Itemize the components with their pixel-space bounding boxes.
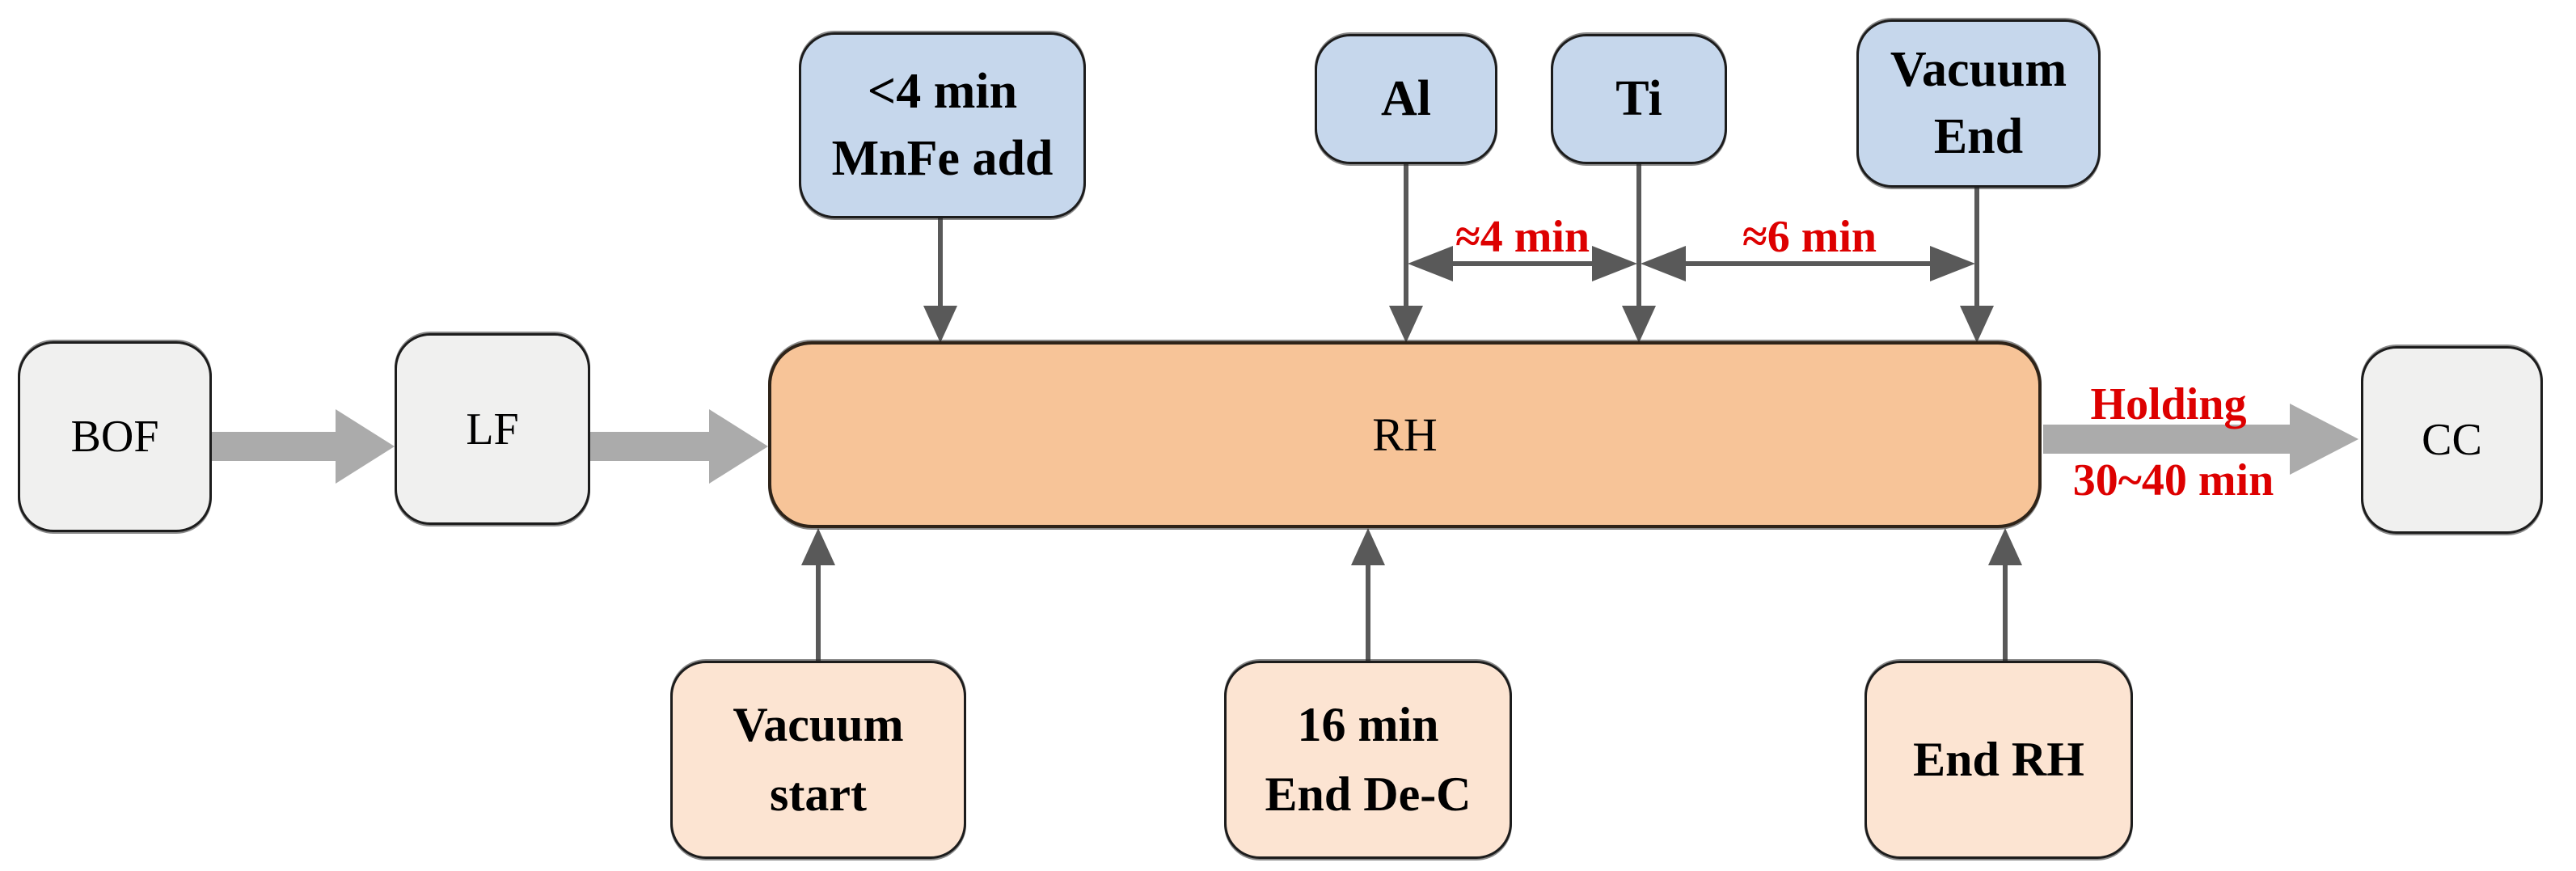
holding-label-line2: 30~40 min [2072, 455, 2274, 505]
rh-label: RH [1372, 408, 1438, 461]
interval-arrow-al-ti [1408, 246, 1637, 281]
vacuum-end-line1: Vacuum [1890, 41, 2067, 97]
end-rh-label: End RH [1913, 732, 2084, 786]
al-label: Al [1381, 70, 1431, 126]
rh-box: RH [768, 341, 2042, 528]
arrow-rh-to-cc [2043, 404, 2359, 475]
ti-label: Ti [1615, 70, 1662, 126]
arrow-vacuum-start-to-rh [801, 528, 835, 661]
arrow-al-to-rh [1389, 164, 1423, 343]
arrow-vacuum-end-to-rh [1960, 188, 1994, 343]
interval-label-ti-vacuum-end: ≈6 min [1742, 212, 1877, 262]
vacuum-start-line2: start [770, 767, 867, 821]
cc-label: CC [2422, 415, 2482, 465]
vacuum-end-line2: End [1933, 109, 2024, 164]
interval-arrow-ti-vacuum-end [1641, 246, 1975, 281]
cc-box: CC [2361, 346, 2543, 534]
vacuum-start-line1: Vacuum [733, 698, 904, 752]
arrow-ti-to-rh [1622, 164, 1656, 343]
arrow-end-de-c-to-rh [1351, 528, 1385, 661]
al-box: Al [1315, 34, 1497, 164]
ti-box: Ti [1551, 34, 1727, 164]
mnfe-add-box: <4 min MnFe add [799, 32, 1086, 218]
mnfe-add-line2: MnFe add [831, 131, 1054, 186]
end-de-c-box: 16 min End De-C [1224, 661, 1512, 859]
arrow-bof-to-lf [212, 409, 395, 484]
bof-box: BOF [18, 341, 212, 532]
arrow-end-rh-to-rh [1988, 528, 2022, 661]
lf-box: LF [395, 333, 590, 525]
end-rh-box: End RH [1864, 661, 2133, 859]
end-de-c-line1: 16 min [1297, 698, 1439, 752]
mnfe-add-line1: <4 min [867, 63, 1018, 119]
arrow-mnfe-to-rh [923, 218, 957, 343]
arrow-lf-to-rh [590, 409, 768, 484]
lf-label: LF [466, 404, 519, 455]
vacuum-end-box: Vacuum End [1856, 19, 2101, 188]
holding-label-line1: Holding [2090, 379, 2247, 429]
interval-label-al-ti: ≈4 min [1455, 212, 1590, 262]
end-de-c-line2: End De-C [1265, 767, 1472, 821]
bof-label: BOF [70, 412, 159, 462]
vacuum-start-box: Vacuum start [670, 661, 966, 859]
